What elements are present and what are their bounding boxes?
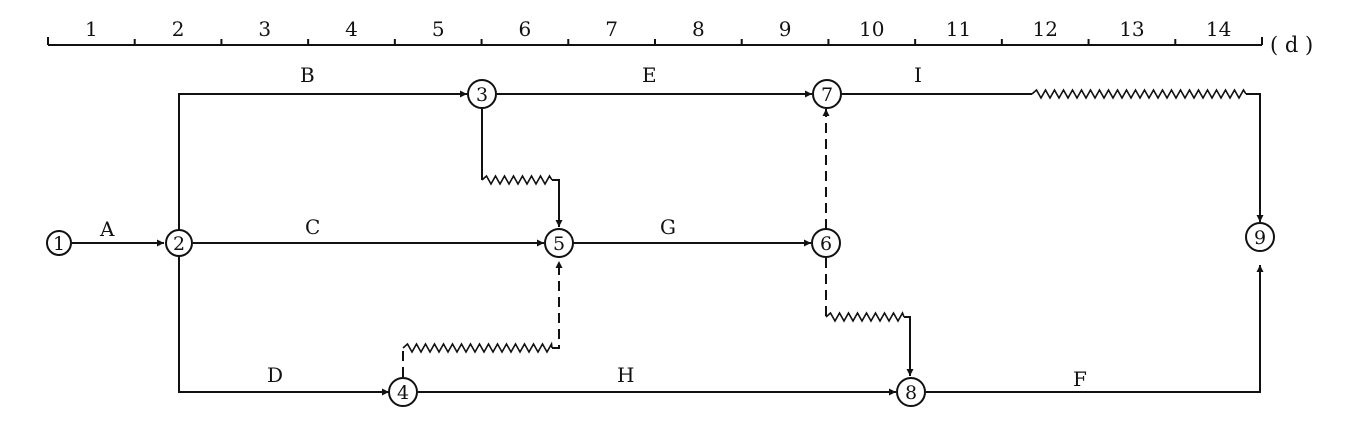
time-axis-label: 9 xyxy=(779,17,792,41)
activity-label-a: A xyxy=(99,217,115,241)
node-5: 5 xyxy=(544,228,574,258)
time-axis-label: 1 xyxy=(85,17,98,41)
dummy-3-5-wave xyxy=(481,174,553,186)
activity-label-b: B xyxy=(300,63,315,87)
time-axis-label: 14 xyxy=(1206,17,1231,41)
free-float-tail-i xyxy=(1246,93,1264,222)
dummy-arrow-3-5 xyxy=(552,179,563,227)
activity-arrows xyxy=(72,88,1264,396)
node-1-label: 1 xyxy=(53,233,65,255)
node-6-label: 6 xyxy=(820,233,832,255)
node-4-label: 4 xyxy=(397,382,409,404)
time-axis-label: 2 xyxy=(172,17,185,41)
activity-arrow-b xyxy=(178,90,467,230)
time-unit-label: ( d ) xyxy=(1270,33,1313,57)
node-8: 8 xyxy=(896,377,926,407)
time-axis-label: 8 xyxy=(692,17,705,41)
time-axis-label: 13 xyxy=(1119,17,1144,41)
node-7: 7 xyxy=(812,79,842,109)
dummy-arrow-6-8 xyxy=(904,316,914,376)
node-2-label: 2 xyxy=(173,233,185,255)
dummy-arrow-4-5 xyxy=(552,261,563,349)
node-6: 6 xyxy=(811,228,841,258)
time-axis-label: 5 xyxy=(432,17,445,41)
activity-label-e: E xyxy=(642,63,657,87)
time-axis-label: 6 xyxy=(519,17,532,41)
activity-label-g: G xyxy=(660,215,676,239)
node-5-label: 5 xyxy=(553,233,565,255)
node-3-label: 3 xyxy=(476,84,488,106)
activity-arrow-f xyxy=(926,265,1264,393)
activity-label-f: F xyxy=(1073,367,1087,391)
node-2: 2 xyxy=(165,229,193,257)
free-float-wave-i xyxy=(1031,88,1247,100)
activity-label-h: H xyxy=(617,363,634,387)
time-axis-label: 4 xyxy=(345,17,358,41)
node-8-label: 8 xyxy=(905,382,917,404)
time-axis-label: 3 xyxy=(258,17,271,41)
activity-label-c: C xyxy=(305,215,320,239)
time-axis-ticks xyxy=(47,37,1263,45)
time-axis-label: 7 xyxy=(605,17,618,41)
dummy-4-5-wave xyxy=(402,341,553,354)
node-3: 3 xyxy=(467,79,497,109)
dummy-6-8-wave xyxy=(825,311,905,323)
activity-arrow-d xyxy=(178,256,389,396)
activity-label-i: I xyxy=(914,63,922,87)
node-9: 9 xyxy=(1245,222,1275,252)
node-7-label: 7 xyxy=(821,84,833,106)
node-1: 1 xyxy=(46,230,72,256)
time-axis-label: 10 xyxy=(859,17,884,41)
activity-labels: A B C D E G H I F xyxy=(99,63,1087,391)
dummy-activities xyxy=(402,108,914,377)
activity-label-d: D xyxy=(267,363,283,387)
node-4: 4 xyxy=(388,377,418,407)
time-axis-label: 12 xyxy=(1032,17,1057,41)
event-nodes: 1 2 3 4 5 6 7 8 xyxy=(46,79,1275,407)
node-9-label: 9 xyxy=(1254,227,1266,249)
time-axis-label: 11 xyxy=(946,17,971,41)
